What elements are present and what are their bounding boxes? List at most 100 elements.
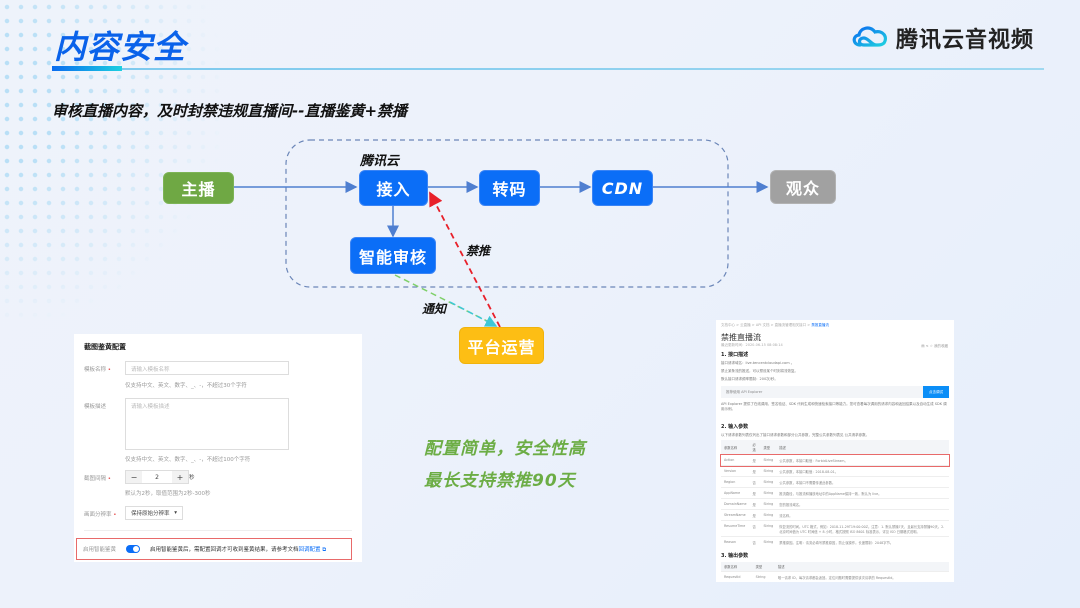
doc-line: 默认接口请求频率限制：200次/秒。 [721,377,778,381]
favorites-link[interactable]: 我的收藏 [934,344,948,348]
debug-button[interactable]: 点击调试 [923,386,949,398]
cell: 禁推原因。注明：请务必填写禁推原因，防止误操作。长度限制：2048字节。 [776,536,949,547]
breadcrumb-item[interactable]: 文档中心 [721,323,735,327]
cell: Action [721,454,750,466]
cell: 是 [749,509,761,521]
cell: Region [721,476,750,488]
smart-review-row: 启用智能鉴黄 启用智能鉴黄后，需配置回调才可收到鉴黄结果，请参考文档回调配置 ⧉ [76,538,352,560]
template-desc-hint: 仅支持中文、英文、数字、_、-，不超过100个字符 [125,457,251,463]
edge-ban-push [429,191,501,328]
doc-icon[interactable]: ▤ [921,344,925,348]
tencent-cloud-boundary [285,139,729,288]
doc-line: 禁止某条流的推送，可以预设某个时刻将流恢复。 [721,369,798,373]
resolution-value: 保持原始分辨率 [131,511,170,517]
cell: 恢复流的时间。UTC 格式，例如：2018-11-29T19:00:00Z。注意… [776,520,949,537]
cell: String [760,536,777,547]
brand-name: 腾讯云音视频 [896,28,1035,53]
increment-button[interactable]: + [172,471,188,483]
column-header: 类型 [760,440,777,455]
node-ingest: 接入 [359,170,428,206]
cell: String [760,520,777,537]
cell: 否 [749,536,761,547]
resolution-label: 画面分辨率 • [84,512,117,518]
decrement-button[interactable]: − [126,471,142,483]
cell: 您的推流域名。 [776,498,949,510]
cell: String [752,571,775,582]
template-name-hint: 仅支持中文、英文、数字、_、-，不超过30个字符 [125,383,247,389]
node-transcode: 转码 [479,170,540,206]
section-1-title: 1. 接口描述 [721,352,749,358]
form-divider [84,530,352,531]
column-header: 必选 [749,440,761,455]
column-header: 参数名称 [721,440,750,455]
form-title: 截图鉴黄配置 [84,343,126,351]
doc-meta: 最近更新时间：2020-06-15 08:08:14 [721,343,783,347]
cell: 是 [749,454,761,466]
api-explorer-desc: API Explorer 提供了在线调用、签名验证、SDK 代码生成和快速检索接… [721,402,947,411]
smart-review-toggle[interactable] [126,545,141,553]
cell: 是 [749,498,761,510]
breadcrumb-item[interactable]: 云直播 [740,323,751,327]
breadcrumb: 文档中心 > 云直播 > API 文档 > 直播流管理相关接口 > 禁推直播流 [721,323,829,327]
template-desc-textarea[interactable]: 请输入模板描述 [125,398,289,450]
cell: String [760,498,777,510]
interval-value[interactable]: 2 [155,473,159,481]
breadcrumb-current: 禁推直播流 [811,323,829,327]
screenshot-review-config-form: 截图鉴黄配置 模板名称 • 请输入模板名称 仅支持中文、英文、数字、_、-，不超… [74,334,362,562]
edge-notify-tail [449,301,498,327]
cell: ResumeTime [721,520,750,537]
chevron-down-icon: ▾ [174,510,177,516]
external-link-icon: ⧉ [322,546,327,553]
api-explorer-bar: 推荐使用 API Explorer 点击调试 [721,386,949,398]
cell: 否 [749,476,761,488]
cell: Reason [721,536,750,547]
cell: 公共参数，本接口取值：2018-08-01。 [776,465,949,477]
doc-line: 接口请求域名：live.tencentcloudapi.com 。 [721,361,795,365]
template-name-input[interactable]: 请输入模板名称 [125,361,289,375]
callback-config-link[interactable]: 回调配置 [298,546,321,553]
cell: String [760,487,777,499]
smart-review-text: 启用智能鉴黄后，需配置回调才可收到鉴黄结果，请参考文档回调配置 ⧉ [150,546,327,553]
cloud-label: 腾讯云 [360,154,400,169]
doc-tools: ▤ ⋖ ☆ 我的收藏 [921,344,948,349]
column-header: 参数名称 [721,562,753,572]
template-desc-label: 模板描述 [84,404,107,410]
breadcrumb-item[interactable]: API 文档 [755,323,770,327]
slogan-1: 配置简单，安全性高 [424,439,586,459]
cell: RequestId [721,571,753,582]
api-doc-panel: 文档中心 > 云直播 > API 文档 > 直播流管理相关接口 > 禁推直播流 … [716,320,954,582]
title-divider [52,68,1044,70]
node-platform-ops: 平台运营 [459,327,544,364]
doc-title: 禁推直播流 [721,333,761,342]
section-3-title: 3. 输出参数 [721,553,749,559]
node-cdn: CDN [592,170,653,206]
page-title: 内容安全 [54,28,187,66]
cell: String [760,476,777,488]
resolution-select[interactable]: 保持原始分辨率 ▾ [125,506,183,520]
tencent-cloud-logo-icon [850,23,890,53]
share-icon[interactable]: ⋖ [925,344,929,348]
interval-label: 截图间隔 • [84,476,112,482]
column-header: 描述 [776,440,949,455]
star-icon[interactable]: ☆ [929,344,933,348]
node-audience: 观众 [770,170,836,204]
interval-stepper: − 2 + [125,470,189,484]
title-divider-accent [52,66,122,71]
brand: 腾讯云音视频 [850,22,1034,54]
breadcrumb-item[interactable]: 直播流管理相关接口 [774,323,807,327]
cell: Version [721,465,750,477]
edge-label-ban-push: 禁推 [466,244,491,258]
cell: 唯一请求 ID，每次请求都会返回。定位问题时需要提供该次请求的 RequestI… [774,571,949,582]
decorative-dot-pattern [0,0,230,330]
cell: DomainName [721,498,750,510]
section-2-title: 2. 输入参数 [721,424,749,430]
edge-label-notify: 通知 [422,302,447,316]
